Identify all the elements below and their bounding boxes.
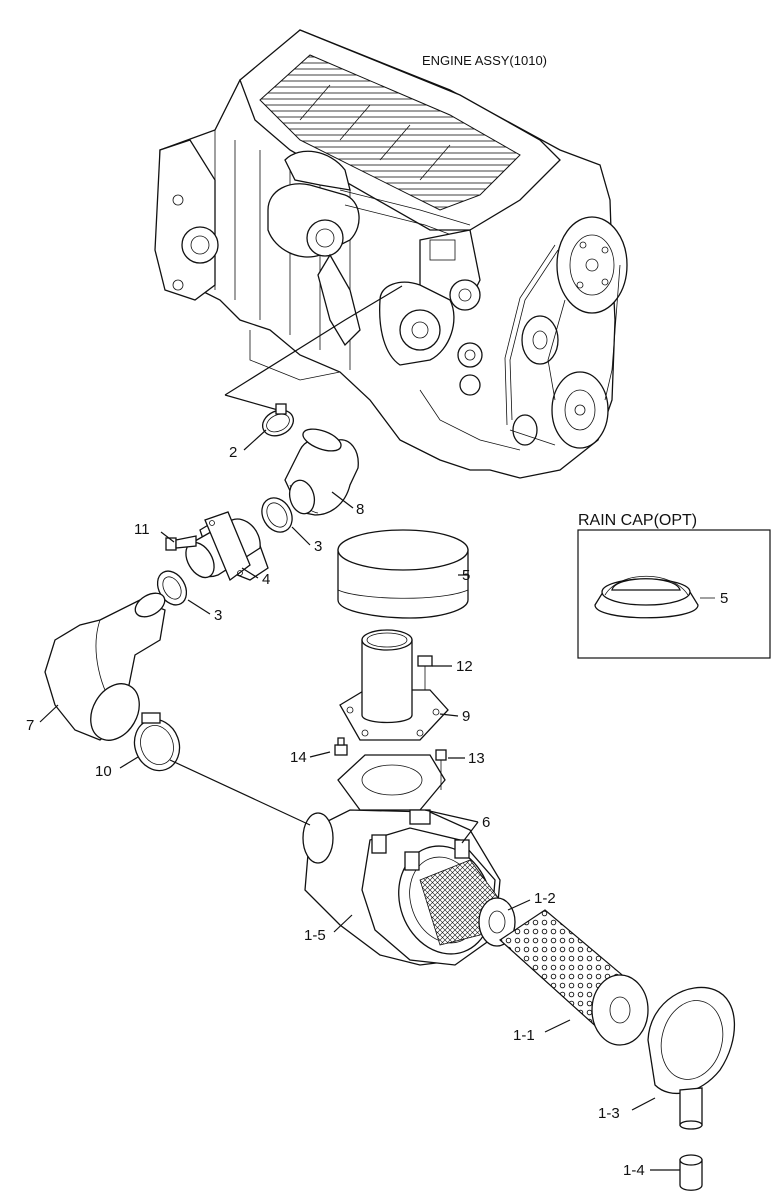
seal-part-1-2 [478, 897, 516, 947]
label-8: 8 [356, 501, 364, 518]
inset-title: RAIN CAP(OPT) [578, 512, 697, 529]
leader-lines [39, 429, 680, 1171]
label-13: 13 [468, 750, 485, 767]
air-cleaner-housing-part-1-5 [302, 809, 501, 966]
label-5-inset: 5 [720, 590, 728, 607]
clamp-part-3-upper [261, 497, 293, 533]
elbow-hose-part-8 [284, 428, 359, 516]
label-11: 11 [134, 521, 150, 538]
label-1-4: 1-4 [623, 1162, 645, 1179]
bolt-part-12 [417, 655, 433, 690]
label-7: 7 [26, 717, 34, 734]
end-cap-part-1-3 [647, 986, 736, 1130]
engine-assy-title: ENGINE ASSY(1010) [422, 53, 547, 68]
engine-assembly [154, 29, 628, 479]
clamp-part-2 [261, 403, 295, 437]
filter-element-part-1-1 [499, 909, 649, 1046]
bolt-part-14 [334, 737, 348, 756]
label-3-lower: 3 [214, 607, 222, 624]
bolt-part-13 [435, 749, 447, 790]
valve-part-1-4 [679, 1154, 703, 1191]
label-4: 4 [262, 571, 270, 588]
gasket [337, 754, 446, 811]
label-12: 12 [456, 658, 473, 675]
label-5: 5 [462, 567, 470, 584]
label-6: 6 [482, 814, 490, 831]
clamp-part-10 [133, 712, 181, 772]
label-2: 2 [229, 444, 237, 461]
elbow-hose-part-7 [44, 592, 166, 741]
label-1-5: 1-5 [304, 927, 326, 944]
rain-cap-part-5 [337, 529, 469, 619]
label-14: 14 [290, 749, 307, 766]
label-9: 9 [462, 708, 470, 725]
adapter-pipe-part-4 [185, 511, 269, 582]
label-1-1: 1-1 [513, 1027, 535, 1044]
inlet-pipe-part-9 [339, 629, 449, 741]
label-1-3: 1-3 [598, 1105, 620, 1122]
rain-cap-inset [577, 529, 771, 659]
bolt-part-11 [165, 535, 197, 551]
label-3-upper: 3 [314, 538, 322, 555]
label-1-2: 1-2 [534, 890, 556, 907]
label-10: 10 [95, 763, 112, 780]
